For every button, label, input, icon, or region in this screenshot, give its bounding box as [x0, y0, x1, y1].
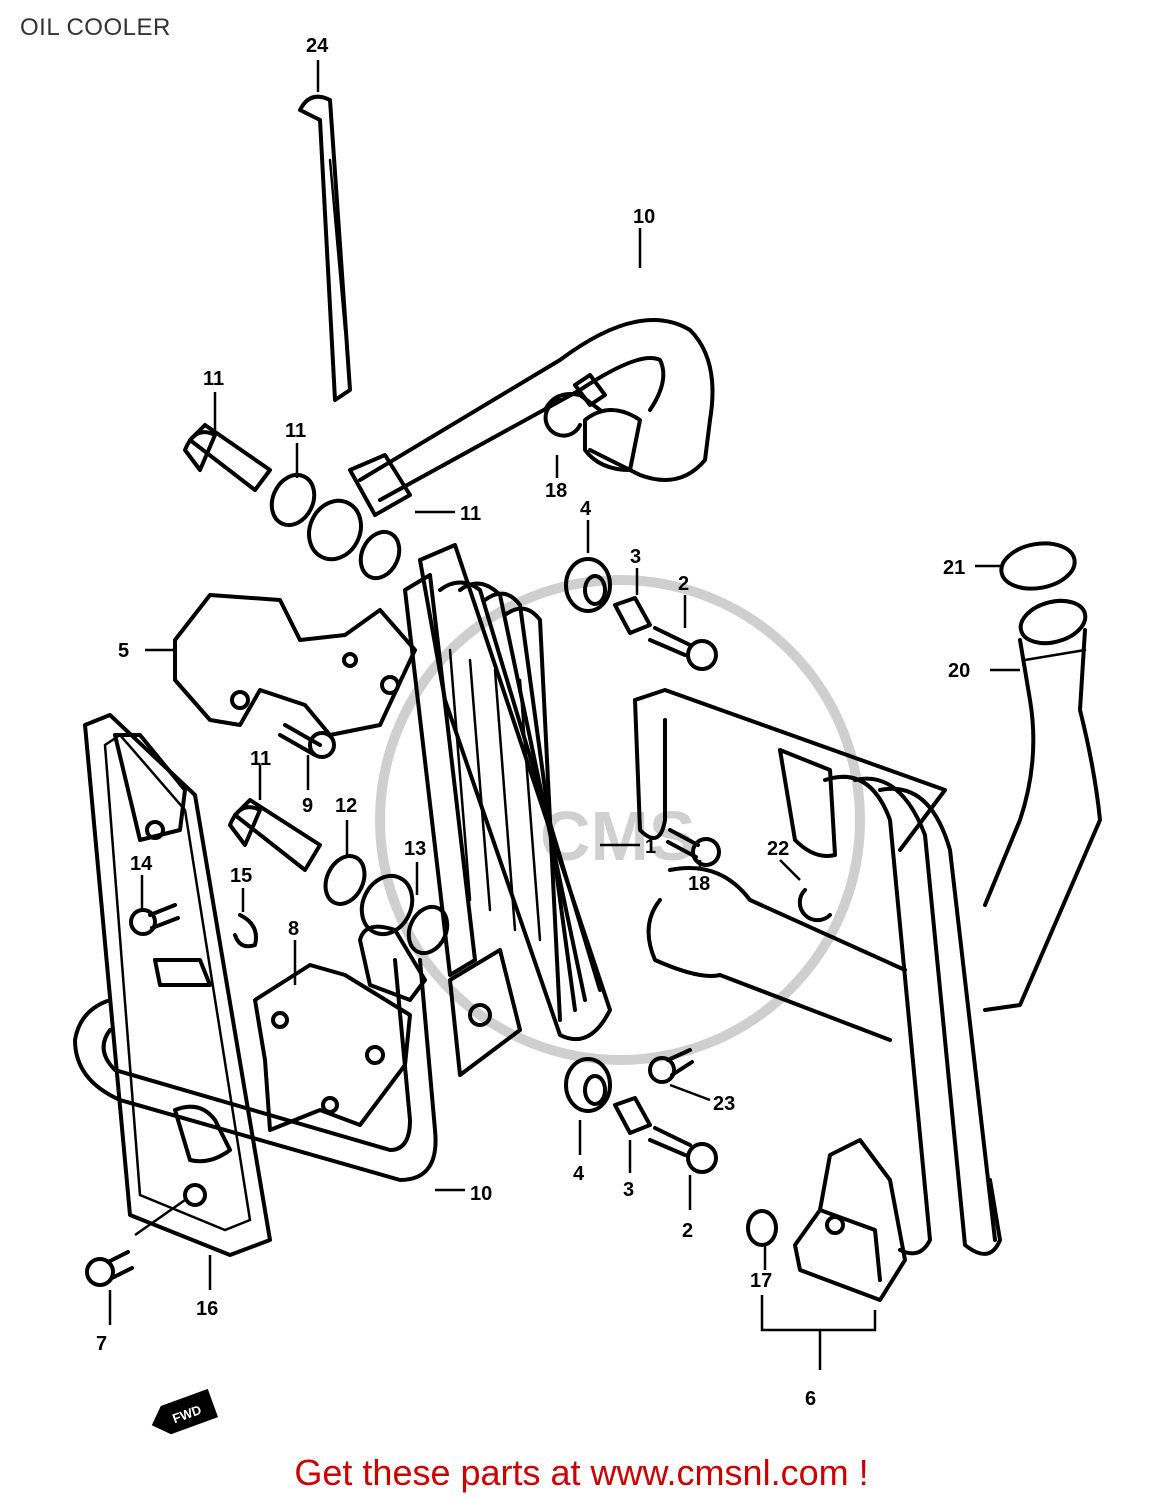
oil-cooler-core [403, 543, 612, 1077]
union-bolt-upper [183, 423, 272, 492]
page-title: OIL COOLER [20, 14, 171, 41]
callout-2-upper: 2 [678, 573, 689, 595]
callout-3-upper: 3 [630, 546, 641, 568]
pipe-20 [983, 598, 1102, 1012]
grommet-15 [746, 1209, 778, 1247]
grommet-lower [564, 1057, 612, 1113]
bolt-7 [278, 723, 336, 759]
o-ring-21 [999, 541, 1077, 591]
gaskets-lower [323, 854, 450, 956]
bolt-2-lower [648, 1126, 718, 1174]
callout-15: 17 [750, 1270, 772, 1292]
gaskets-upper [269, 472, 402, 581]
bolt-16 [85, 1250, 134, 1287]
callout-10-lower: 11 [250, 748, 271, 770]
callout-16: 7 [96, 1333, 107, 1355]
bolt-2-upper [648, 626, 718, 671]
callout-6: 8 [288, 918, 299, 940]
callout-7: 9 [302, 795, 313, 817]
callout-5: 5 [118, 640, 129, 662]
callout-22: 22 [767, 838, 789, 860]
guard-17 [83, 713, 272, 1257]
callout-11-a: 11 [285, 420, 306, 442]
clip-18-upper [543, 373, 607, 412]
collar-upper [613, 596, 652, 635]
callout-17: 16 [196, 1298, 218, 1320]
callout-13: 15 [230, 865, 252, 887]
callout-9: 10 [633, 206, 655, 228]
callout-10-upper: 11 [203, 368, 224, 390]
callout-4-lower: 4 [573, 1163, 585, 1185]
pipe-frame [633, 688, 1002, 1302]
callout-1: 1 [645, 836, 656, 858]
callout-8: 10 [470, 1183, 492, 1205]
lower-hose [73, 924, 438, 1182]
callout-11-b: 11 [460, 503, 481, 525]
clip-13 [233, 913, 258, 949]
callout-12: 14 [130, 853, 153, 875]
watermark-text: CMS [540, 797, 696, 875]
bolt-12 [129, 903, 180, 936]
callout-20: 20 [948, 660, 970, 682]
bolt-18-right [666, 828, 721, 867]
callout-11-c: 12 [335, 795, 357, 817]
bolt-23 [648, 1048, 694, 1084]
fwd-arrow-icon: FWD [151, 1388, 219, 1435]
footer-link[interactable]: Get these parts at www.cmsnl.com ! [294, 1452, 869, 1493]
callout-14: 6 [805, 1388, 816, 1410]
callout-18-right: 18 [688, 873, 710, 895]
callout-24: 24 [306, 35, 329, 57]
collar-lower [613, 1096, 652, 1135]
callout-21: 21 [943, 557, 965, 579]
upper-hose [348, 318, 715, 517]
callout-4-upper: 4 [580, 498, 592, 520]
callout-11-d: 13 [404, 838, 426, 860]
callouts: 24 10 11 11 11 18 4 3 2 21 20 5 11 9 12 … [96, 35, 970, 1410]
grommet-upper [564, 557, 612, 613]
callout-2-lower: 2 [682, 1220, 693, 1242]
wire-band [298, 94, 352, 402]
callout-18-upper: 18 [545, 480, 567, 502]
union-bolt-lower [228, 798, 322, 872]
bracket-lower [253, 963, 412, 1132]
callout-3-lower: 3 [623, 1179, 634, 1201]
callout-23: 23 [713, 1093, 735, 1115]
watermark: CMS [375, 575, 865, 1065]
bracket-upper [173, 593, 417, 737]
leader-lines [108, 60, 1020, 1370]
